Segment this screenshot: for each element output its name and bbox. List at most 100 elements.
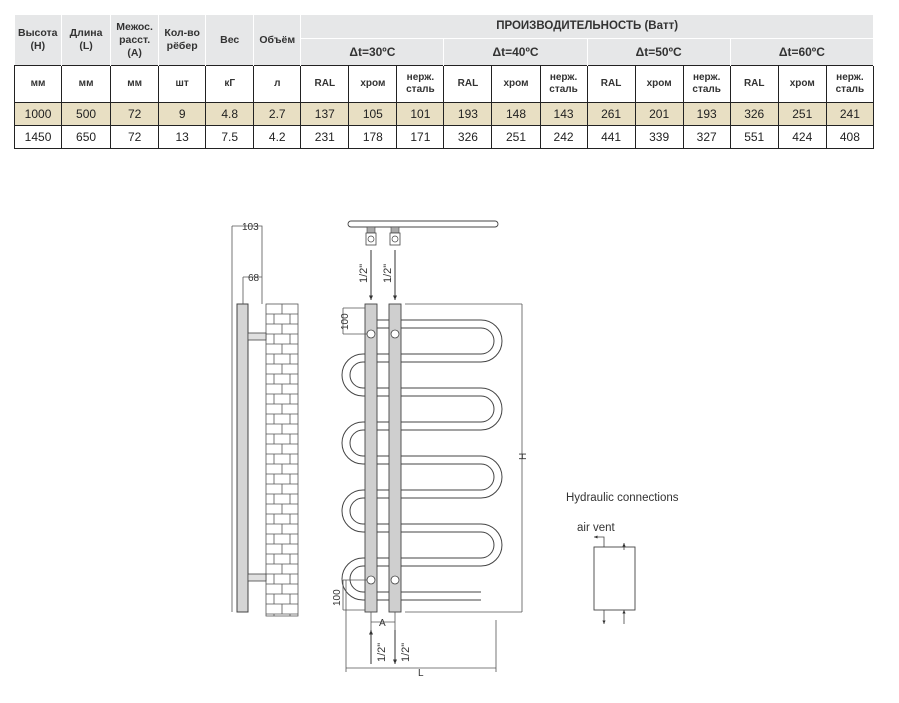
finish-label: нерж.сталь <box>682 65 731 103</box>
collector-right <box>388 303 402 613</box>
header-weight: Вес <box>205 15 255 66</box>
bottom-port-right <box>390 575 400 585</box>
table-cell: 1450 <box>13 125 62 149</box>
finish-label: нерж.сталь <box>825 65 875 103</box>
unit-cell: л <box>253 65 301 103</box>
table-cell: 326 <box>729 102 779 126</box>
table-cell: 178 <box>348 125 397 149</box>
table-cell: 4.8 <box>205 102 254 126</box>
table-cell: 500 <box>61 102 111 126</box>
serpentine-tubes <box>341 319 503 601</box>
dim-100-top-label: 100 <box>340 313 351 330</box>
table-cell: 408 <box>825 125 875 149</box>
table-cell: 101 <box>396 102 444 126</box>
hydraulic-box <box>593 546 636 611</box>
finish-label: нерж.сталь <box>396 65 444 103</box>
hydraulic-connections: Hydraulic connections air vent <box>566 492 679 624</box>
dim-103-label: 103 <box>242 222 259 233</box>
header-dt30: Δt=30ºC <box>300 38 445 66</box>
dim-100-bottom-line <box>342 579 367 611</box>
table-cell: 7.5 <box>205 125 254 149</box>
dim-100-bottom-label: 100 <box>332 589 343 606</box>
air-vent-pointer <box>594 535 605 547</box>
top-wall-bracket <box>247 332 267 341</box>
unit-cell: кГ <box>205 65 254 103</box>
front-view: 1/2" 1/2" 100 100 H A 1/2" 1/2" L <box>332 220 529 679</box>
unit-cell: мм <box>110 65 159 103</box>
finish-label: нерж.сталь <box>539 65 588 103</box>
table-cell: 441 <box>586 125 636 149</box>
table-cell: 72 <box>110 125 159 149</box>
header-dt40: Δt=40ºC <box>443 38 588 66</box>
header-performance: ПРОИЗВОДИТЕЛЬНОСТЬ (Ватт) <box>300 15 874 39</box>
finish-label: хром <box>634 65 684 103</box>
hydraulic-title: Hydraulic connections <box>566 492 679 504</box>
finish-label: хром <box>348 65 397 103</box>
table-cell: 193 <box>682 102 731 126</box>
table-cell: 650 <box>61 125 111 149</box>
finish-label: RAL <box>300 65 349 103</box>
air-vent-label: air vent <box>577 522 616 534</box>
dim-68-line <box>242 276 262 304</box>
finish-label: RAL <box>729 65 779 103</box>
table-cell: 193 <box>443 102 492 126</box>
specs-table: Высота (H) Длина (L) Межос. расст. (A) К… <box>13 15 875 149</box>
table-cell: 242 <box>539 125 588 149</box>
dim-L-label: L <box>418 668 424 679</box>
tube-fill <box>342 320 502 600</box>
table-cell: 4.2 <box>253 125 301 149</box>
table-cell: 326 <box>443 125 492 149</box>
unit-cell: шт <box>158 65 206 103</box>
table-cell: 143 <box>539 102 588 126</box>
table-cell: 339 <box>634 125 684 149</box>
dim-103-line <box>231 225 263 612</box>
unit-cell: мм <box>61 65 111 103</box>
table-cell: 251 <box>491 125 541 149</box>
table-cell: 105 <box>348 102 397 126</box>
finish-label: RAL <box>586 65 636 103</box>
table-cell: 201 <box>634 102 684 126</box>
bottom-wall-bracket <box>247 573 267 582</box>
table-cell: 13 <box>158 125 206 149</box>
table-cell: 327 <box>682 125 731 149</box>
top-valve-right <box>389 226 401 246</box>
unit-cell: мм <box>13 65 62 103</box>
header-volume: Объём <box>253 15 302 66</box>
table-cell: 171 <box>396 125 444 149</box>
table-cell: 424 <box>777 125 827 149</box>
dim-L-line <box>345 580 497 672</box>
dim-A-line <box>370 612 396 630</box>
dim-100-top-line <box>342 307 367 335</box>
top-pipe-label-left: 1/2" <box>358 264 370 283</box>
top-pipe-label-right: 1/2" <box>382 264 394 283</box>
table-cell: 1000 <box>13 102 62 126</box>
bottom-pipe-label-left: 1/2" <box>376 643 388 662</box>
table-cell: 137 <box>300 102 349 126</box>
header-fins: Кол-во рёбер <box>158 15 207 66</box>
dim-H-label: H <box>518 453 529 460</box>
header-dt60: Δt=60ºC <box>730 38 875 66</box>
table-cell: 9 <box>158 102 206 126</box>
top-valve-left <box>365 226 377 246</box>
collector-left <box>364 303 378 613</box>
table-cell: 148 <box>491 102 541 126</box>
header-spacing: Межос. расст. (A) <box>110 15 160 66</box>
table-cell: 241 <box>825 102 875 126</box>
table-cell: 72 <box>110 102 159 126</box>
header-length: Длина (L) <box>61 15 112 66</box>
finish-label: RAL <box>443 65 492 103</box>
finish-label: хром <box>777 65 827 103</box>
table-cell: 2.7 <box>253 102 301 126</box>
radiator-side-profile <box>236 303 249 613</box>
finish-label: хром <box>491 65 541 103</box>
top-view-bar <box>347 220 499 228</box>
side-view: 103 68 <box>231 222 299 617</box>
table-cell: 251 <box>777 102 827 126</box>
table-cell: 231 <box>300 125 349 149</box>
header-dt50: Δt=50ºC <box>587 38 731 66</box>
brick-wall <box>265 303 299 617</box>
